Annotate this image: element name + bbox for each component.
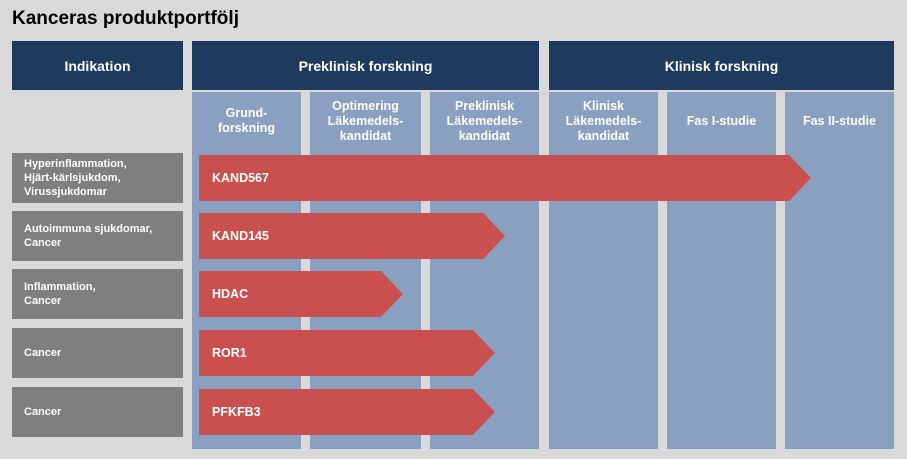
- header-indication: Indikation: [12, 41, 183, 90]
- progress-arrow-hdac: [199, 271, 403, 317]
- page-title: Kanceras produktportfölj: [12, 8, 239, 29]
- progress-arrow-kand567: [199, 155, 811, 201]
- phase-column-phase2: [785, 92, 894, 449]
- indication-cell: Inflammation, Cancer: [12, 269, 183, 319]
- phase-column-phase1: [667, 92, 776, 449]
- program-label: KAND567: [212, 171, 269, 185]
- progress-arrow-kand145: [199, 213, 505, 259]
- phase-label: Optimering Läkemedels- kandidat: [327, 98, 404, 143]
- program-label: HDAC: [212, 287, 249, 301]
- phase-column-clinical-candidate: [549, 92, 658, 449]
- program-label: ROR1: [212, 346, 247, 360]
- phase-label: Preklinisk Läkemedels- kandidat: [446, 98, 523, 143]
- phase-label: Klinisk Läkemedels- kandidat: [565, 98, 642, 143]
- indication-cell: Cancer: [12, 387, 183, 437]
- program-label: KAND145: [212, 229, 269, 243]
- progress-arrow-ror1: [199, 330, 495, 376]
- phase-label: Fas II-studie: [803, 113, 876, 128]
- indication-cell: Cancer: [12, 328, 183, 378]
- indication-cell: Hyperinflammation, Hjärt-kärlsjukdom, Vi…: [12, 153, 183, 203]
- phase-label: Grund- forskning: [218, 106, 275, 135]
- header-preclinical: Preklinisk forskning: [192, 41, 539, 90]
- indication-cell: Autoimmuna sjukdomar, Cancer: [12, 211, 183, 261]
- header-clinical: Klinisk forskning: [549, 41, 894, 90]
- phase-label: Fas I-studie: [686, 113, 757, 128]
- progress-arrow-pfkfb3: [199, 389, 495, 435]
- program-label: PFKFB3: [212, 405, 261, 419]
